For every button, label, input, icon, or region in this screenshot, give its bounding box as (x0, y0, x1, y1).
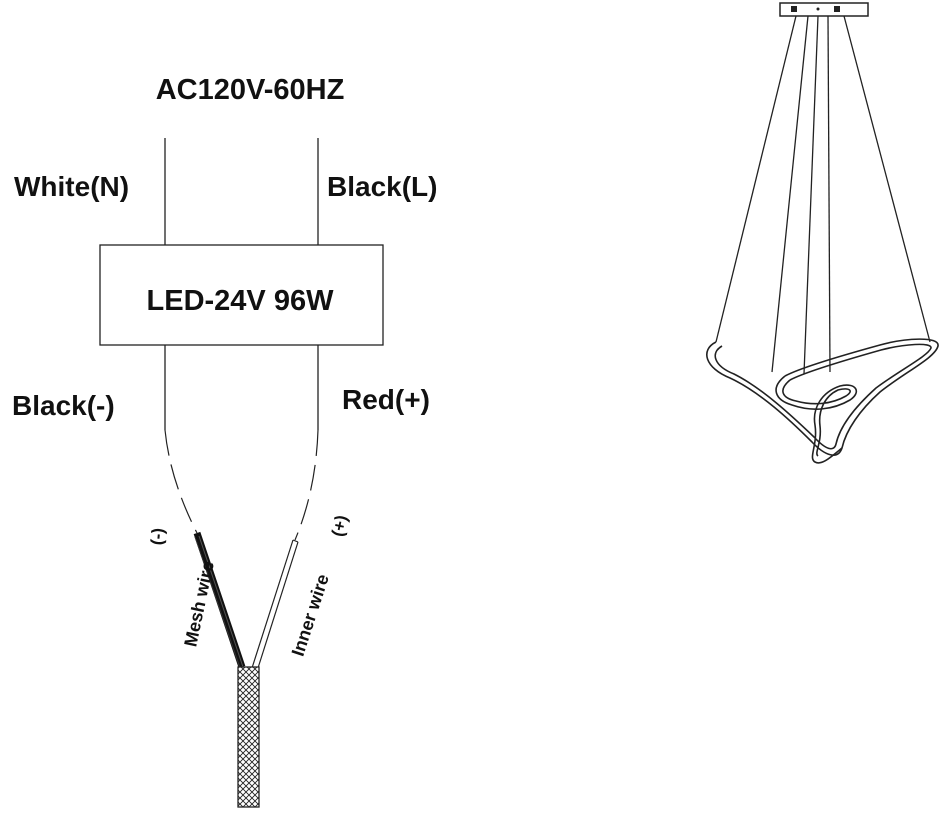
live-wire-label: Black(L) (327, 171, 437, 202)
positive-wire-label: Red(+) (342, 384, 430, 415)
twisted-rings (706, 338, 939, 464)
inner-wire (251, 539, 299, 669)
led-driver-box (99, 244, 384, 346)
inner-wire-label: Inner wire (288, 572, 333, 659)
led-driver-label: LED-24V 96W (147, 285, 335, 317)
ceiling-canopy (779, 2, 869, 17)
chandelier-illustration (706, 2, 939, 464)
negative-wire-label: Black(-) (12, 390, 115, 421)
negative-wire-dashed (164, 429, 198, 534)
braided-cable (237, 666, 260, 808)
suspension-cables (715, 15, 931, 375)
mesh-wire (193, 531, 246, 669)
neutral-wire-label: White(N) (14, 171, 129, 202)
supply-label: AC120V-60HZ (156, 74, 345, 106)
mesh-wire-label: Mesh wire (180, 559, 218, 648)
mesh-polarity-label: (-) (147, 527, 167, 546)
positive-wire-dashed (294, 429, 319, 541)
inner-polarity-label: (+) (328, 513, 351, 538)
